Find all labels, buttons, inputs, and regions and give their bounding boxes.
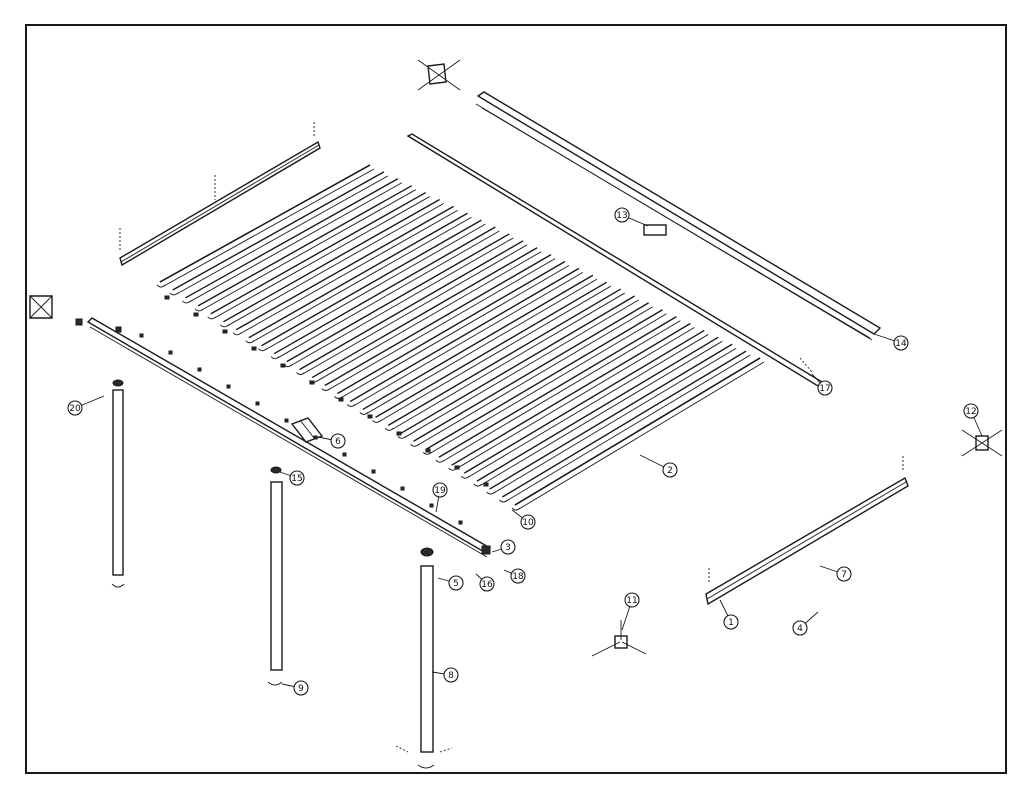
callout-5: 5 [437,575,464,591]
drawing-border [25,24,1007,774]
side-trim [119,122,321,267]
back-rail [475,91,882,341]
post-middle [267,466,283,686]
callout-label: 11 [626,596,637,606]
callout-label: 7 [841,570,847,580]
callout-label: 13 [616,211,627,221]
callout-label: 20 [69,404,81,414]
callout-3: 3 [491,539,516,555]
callout-6: 6 [317,433,346,449]
callout-label: 19 [434,486,446,496]
callout-8: 8 [431,667,459,683]
callout-label: 10 [522,518,534,528]
connector-11 [591,620,647,657]
callout-label: 15 [291,474,302,484]
callout-10: 10 [511,509,536,530]
anchor-top-center [417,59,461,91]
callout-label: 4 [797,624,803,634]
callout-11: 11 [621,592,640,631]
callout-label: 1 [728,618,734,628]
callout-19: 19 [432,482,448,513]
callout-14: 14 [873,333,909,351]
callout-16: 16 [475,573,495,592]
callout-label: 9 [298,684,304,694]
callout-label: 5 [453,579,459,589]
post-bracket [290,417,324,443]
callout-20: 20 [67,395,105,416]
splice-plate-13 [643,224,667,236]
front-rail [75,317,492,558]
callout-label: 12 [965,407,976,417]
callout-label: 14 [895,339,907,349]
anchor-right [961,429,1003,457]
callout-12: 12 [963,403,983,437]
callout-9: 9 [281,680,309,696]
anchor-top-left [29,295,53,319]
callout-18: 18 [503,568,526,584]
callout-label: 17 [819,384,830,394]
post-right [395,547,453,769]
callout-17: 17 [811,373,833,396]
callout-label: 2 [667,466,673,476]
gutter-rail [705,456,909,606]
roof-panel [156,164,765,511]
callout-label: 8 [448,671,454,681]
callout-13: 13 [614,207,649,227]
callout-4: 4 [792,611,819,636]
roof-fasteners [139,295,489,525]
callout-1: 1 [719,599,739,630]
edge-trim [406,133,824,387]
callout-2: 2 [639,454,678,478]
callout-label: 16 [481,580,493,590]
callout-label: 6 [335,437,341,447]
callout-label: 3 [505,543,511,553]
post-left [111,379,125,588]
callout-15: 15 [279,470,305,486]
callout-label: 18 [512,572,524,582]
callout-7: 7 [819,565,852,582]
